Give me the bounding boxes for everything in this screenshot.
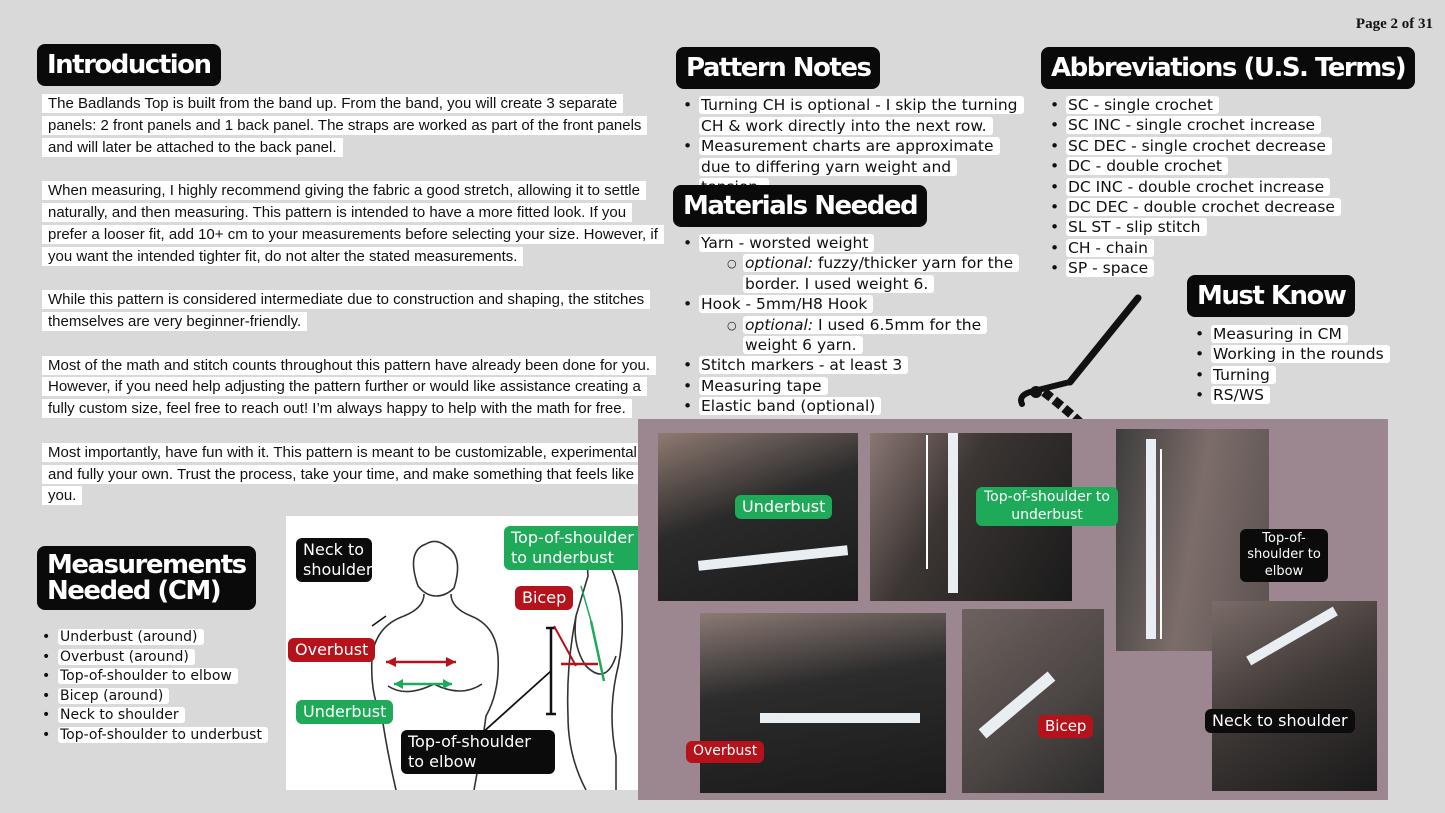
must-know-heading: Must Know [1187,275,1356,317]
photo-label-underbust: Underbust [735,495,833,519]
intro-paragraph: Most of the math and stitch counts throu… [42,355,657,419]
list-item: DC DEC - double crochet decrease [1050,197,1341,218]
list-item: Top-of-shoulder to elbow [42,667,268,687]
abbreviations-list: SC - single crochet SC INC - single croc… [1050,95,1341,279]
list-item: Yarn - worsted weight optional: fuzzy/th… [683,233,1023,294]
diagram-label-top-of-shoulder-to-underbust: Top-of-shoulder to underbust [504,526,658,570]
introduction-body: The Badlands Top is built from the band … [42,93,664,529]
introduction-heading: Introduction [37,44,221,86]
photo-label-neck-to-shoulder: Neck to shoulder [1205,709,1355,733]
list-item: RS/WS [1195,385,1390,406]
sub-list-item: optional: I used 6.5mm for the weight 6 … [727,315,1023,356]
intro-paragraph: While this pattern is considered interme… [42,290,651,331]
intro-paragraph: When measuring, I highly recommend givin… [42,181,664,266]
measurements-list: Underbust (around) Overbust (around) Top… [42,628,268,746]
photo-neck-to-shoulder [1212,601,1377,791]
sub-list-item: optional: fuzzy/thicker yarn for the bor… [727,253,1023,294]
list-item: DC INC - double crochet increase [1050,177,1341,197]
list-item: Bicep (around) [42,687,268,707]
photo-bicep [962,609,1104,793]
diagram-label-top-of-shoulder-to-elbow: Top-of-shoulder to elbow [401,730,555,774]
list-item: SC - single crochet [1050,95,1341,116]
list-item: SC INC - single crochet increase [1050,115,1341,136]
list-item: Top-of-shoulder to underbust [42,726,268,746]
list-item: SC DEC - single crochet decrease [1050,136,1341,157]
list-item: Turning CH is optional - I skip the turn… [683,95,1024,136]
measurements-heading: Measurements Needed (CM) [37,546,256,610]
intro-paragraph: The Badlands Top is built from the band … [42,94,648,157]
materials-list: Yarn - worsted weight optional: fuzzy/th… [683,233,1023,417]
photo-top-of-shoulder-to-elbow [1116,429,1269,651]
list-item: SL ST - slip stitch [1050,217,1341,238]
diagram-label-overbust: Overbust [288,638,376,662]
diagram-label-underbust: Underbust [296,700,394,724]
photo-label-top-of-shoulder-to-underbust: Top-of-shoulder to underbust [976,487,1118,526]
list-item: Measuring in CM [1195,324,1390,345]
diagram-label-neck-to-shoulder: Neck to shoulder [296,538,372,582]
list-item: Elastic band (optional) [683,396,1023,417]
photo-label-overbust: Overbust [686,741,765,763]
list-item: Overbust (around) [42,648,268,668]
photo-collage: Underbust Top-of-shoulder to underbust T… [638,419,1388,800]
list-item: Underbust (around) [42,628,268,648]
photo-label-top-of-shoulder-to-elbow: Top-of- shoulder to elbow [1240,529,1328,582]
page-number: Page 2 of 31 [1355,16,1433,32]
list-item: DC - double crochet [1050,156,1341,177]
photo-overbust [700,613,946,793]
list-item: Measuring tape [683,376,1023,397]
list-item: Turning [1195,365,1390,386]
diagram-label-bicep: Bicep [515,586,574,610]
list-item: Neck to shoulder [42,706,268,726]
intro-paragraph: Most importantly, have fun with it. This… [42,442,648,506]
list-item: SP - space [1050,258,1341,279]
photo-label-bicep: Bicep [1038,715,1094,738]
pattern-notes-heading: Pattern Notes [676,47,881,89]
list-item: CH - chain [1050,238,1341,259]
must-know-list: Measuring in CM Working in the rounds Tu… [1195,324,1390,406]
measurement-diagram: Neck to shoulder Top-of-shoulder to unde… [286,516,671,790]
list-item: Working in the rounds [1195,344,1390,365]
materials-heading: Materials Needed [673,185,928,227]
list-item: Stitch markers - at least 3 [683,355,1023,376]
abbreviations-heading: Abbreviations (U.S. Terms) [1041,47,1416,89]
list-item: Hook - 5mm/H8 Hook optional: I used 6.5m… [683,294,1023,355]
pattern-notes-list: Turning CH is optional - I skip the turn… [683,95,1024,198]
